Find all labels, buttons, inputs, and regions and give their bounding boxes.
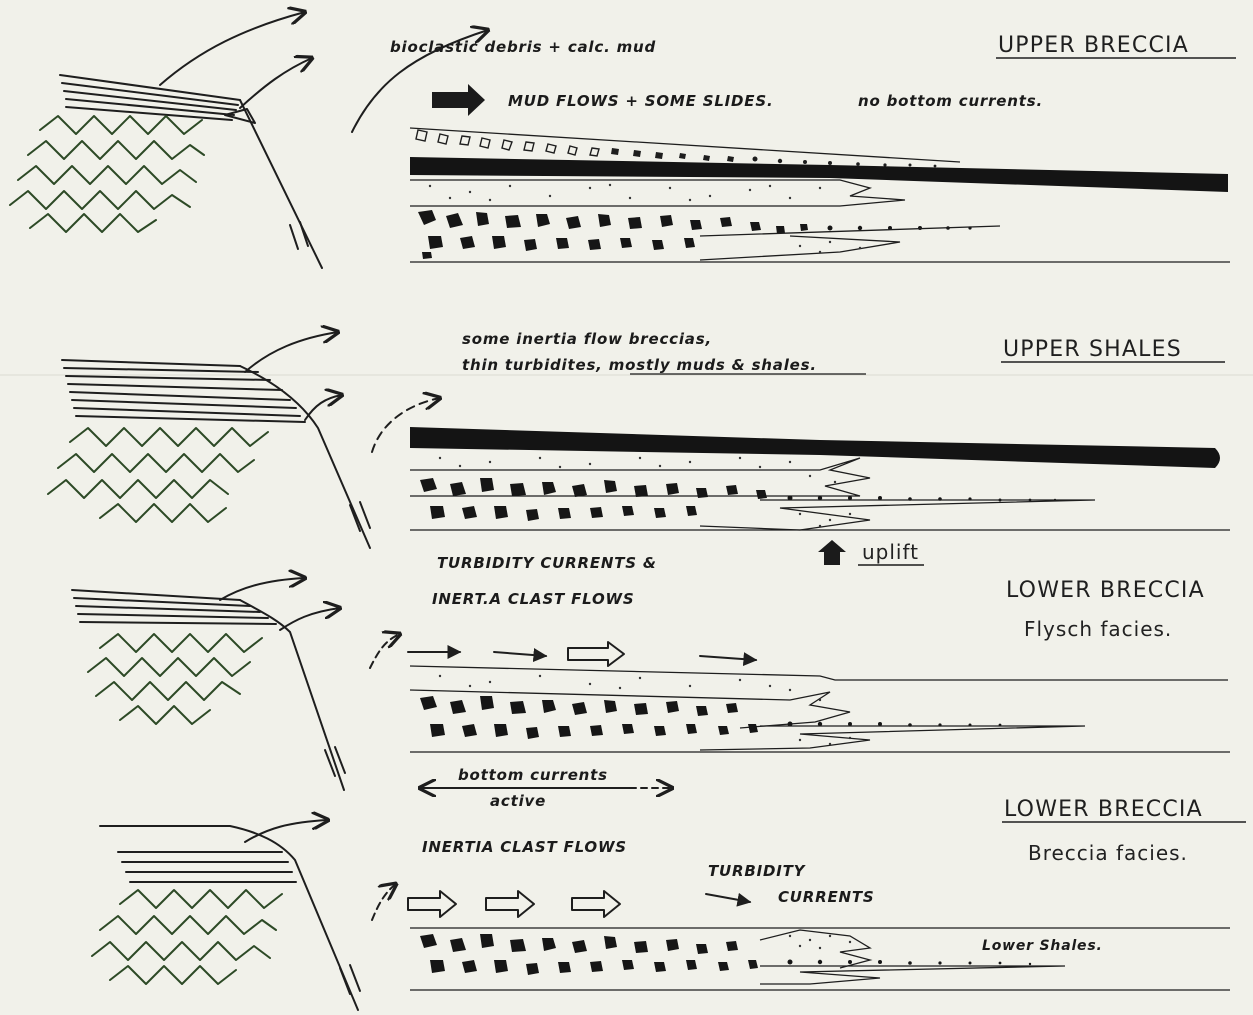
fault-line [240,100,322,268]
turbidity-arrow [706,894,750,902]
note-inertia-clast-flows-2: INERTIA CLAST FLOWS [422,838,627,856]
flow-arrow-open [568,642,624,666]
debris-arrow-2 [240,58,312,108]
note-currents: CURRENTS [778,888,875,906]
flow-arrow [494,652,546,656]
shed-arrow-2 [280,608,340,630]
panel-lower-breccia-flysch: TURBIDITY CURRENTS & INERT.A CLAST FLOWS… [72,554,1230,810]
panel-subtitle-breccia: Breccia facies. [1028,841,1188,865]
flow-arrow [700,656,756,660]
panel-title-upper-shales: UPPER SHALES [1003,337,1182,362]
fault-sense-arrows [290,222,308,249]
section-breccia: Lower Shales. [410,928,1230,990]
note-inertia-flow: some inertia flow breccias, [462,330,712,348]
turbidite-dots-2 [799,241,861,253]
shed-arrow-dashed [372,884,396,920]
flow-arrow-open [572,891,620,917]
note-no-bottom-currents: no bottom currents. [858,92,1043,110]
black-mud-layer [410,157,1228,192]
note-mud-flows: MUD FLOWS + SOME SLIDES. [508,92,773,110]
uplift-arrow [818,540,846,565]
breccia-clasts-lower [418,210,972,259]
note-turbidity-currents: TURBIDITY CURRENTS & [437,554,657,572]
note-bottom-currents: bottom currents [458,766,608,784]
platform-block [10,75,322,268]
note-turbidity: TURBIDITY [708,862,807,880]
breccia-clasts [420,696,1001,739]
section-flysch [410,666,1230,752]
panel-title-upper-breccia: UPPER BRECCIA [998,33,1189,58]
flow-arrow-open [486,891,534,917]
note-inertia-clast-flows: INERT.A CLAST FLOWS [432,590,634,608]
platform-block [92,826,360,1010]
shed-arrow-1 [245,820,328,842]
panel-title-lower-breccia-2: LOWER BRECCIA [1004,797,1203,822]
black-shale-layer [410,427,1220,468]
panel-title-lower-breccia-1: LOWER BRECCIA [1006,578,1205,603]
note-lower-shales: Lower Shales. [982,938,1103,954]
panel-lower-breccia-breccia: INERTIA CLAST FLOWS TURBIDITY CURRENTS L… [92,797,1246,1010]
note-uplift: uplift [862,540,919,564]
shed-arrow-1 [245,332,338,372]
note-bioclastic: bioclastic debris + calc. mud [390,38,656,56]
panel-upper-breccia: bioclastic debris + calc. mud MUD FLOWS … [10,12,1236,268]
shed-arrow-1 [220,578,305,600]
note-thin-turbidites: thin turbidites, mostly muds & shales. [462,356,817,374]
section-upper-shales [410,427,1230,530]
platform-block [48,360,370,548]
turbidite-dots-1 [429,184,821,201]
panel-upper-shales: some inertia flow breccias, thin turbidi… [48,330,1230,565]
note-active: active [490,792,546,810]
panel-subtitle-flysch: Flysch facies. [1024,617,1172,641]
shed-arrow-dashed [370,634,400,668]
section-upper-breccia [410,128,1230,262]
flow-arrow-open [408,891,456,917]
mud-flow-arrow [432,84,485,116]
platform-block [72,590,345,790]
